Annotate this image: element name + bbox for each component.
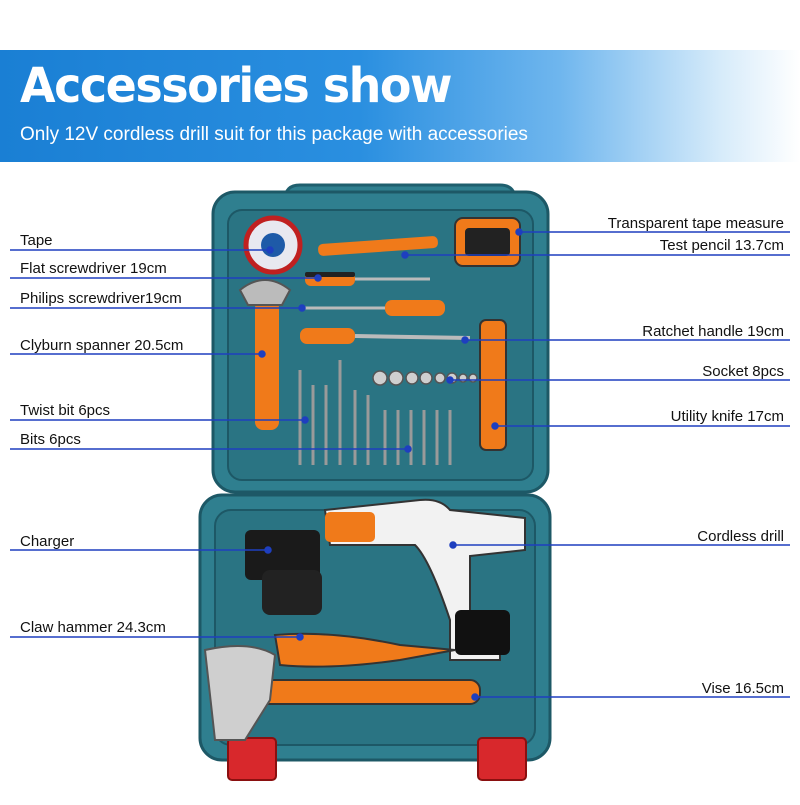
label-test-pencil: Test pencil 13.7cm: [659, 237, 784, 254]
label-philips-screwdriver: Philips screwdriver19cm: [20, 290, 182, 307]
label-twist-bit: Twist bit 6pcs: [20, 402, 111, 419]
label-bits: Bits 6pcs: [20, 431, 81, 448]
label-clyburn-spanner: Clyburn spanner 20.5cm: [20, 337, 184, 354]
label-charger: Charger: [20, 533, 75, 550]
label-cordless-drill: Cordless drill: [697, 528, 784, 545]
header-banner: [0, 50, 800, 162]
label-vise: Vise 16.5cm: [701, 680, 784, 697]
label-tape-measure: Transparent tape measure: [607, 215, 784, 232]
label-flat-screwdriver: Flat screwdriver 19cm: [20, 260, 167, 277]
label-ratchet-handle: Ratchet handle 19cm: [642, 323, 784, 340]
label-socket: Socket 8pcs: [702, 363, 784, 380]
page-subtitle: Only 12V cordless drill suit for this pa…: [20, 124, 528, 145]
label-tape: Tape: [20, 232, 53, 249]
page-title: Accessories show: [20, 56, 452, 114]
label-claw-hammer: Claw hammer 24.3cm: [20, 619, 166, 636]
label-utility-knife: Utility knife 17cm: [670, 408, 784, 425]
